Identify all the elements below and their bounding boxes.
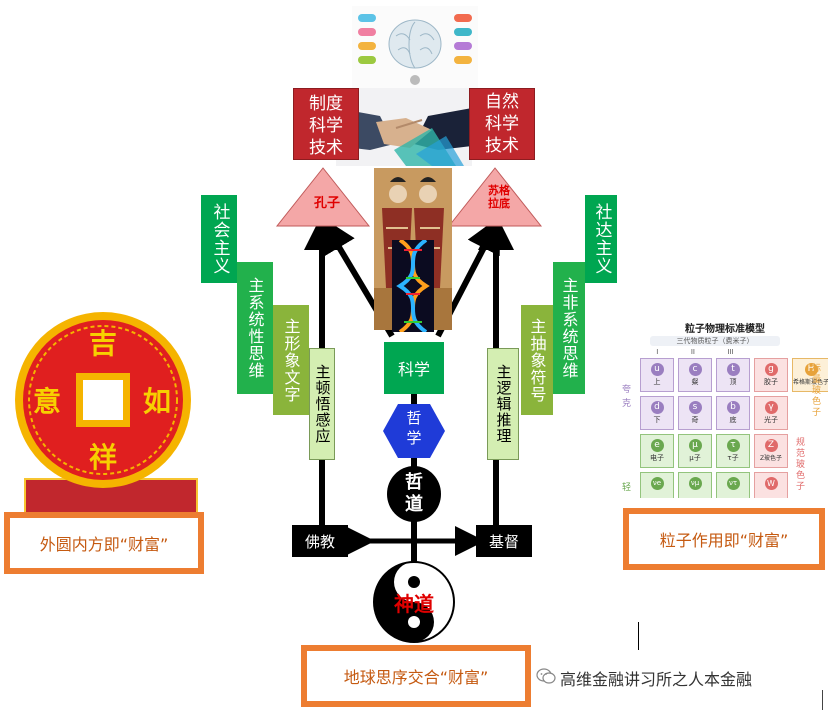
wechat-icon <box>536 668 556 688</box>
particle-z: Z Z玻色子 <box>754 434 788 468</box>
gen-2: II <box>690 348 695 356</box>
systematic-thinking-box: 主系统性思维 <box>237 262 273 394</box>
quark-side-label-2: 克 <box>622 399 632 409</box>
philosophy-label: 哲学 <box>406 409 422 447</box>
page-corner-mark <box>822 690 823 710</box>
socrates-triangle <box>447 167 543 227</box>
science-box: 科学 <box>384 342 444 394</box>
non-systematic-thinking-box: 主非系统思维 <box>553 262 585 394</box>
lucky-coin-icon <box>15 312 191 488</box>
social-darwinism-box: 社达主义 <box>585 195 617 283</box>
text-cursor <box>638 622 639 650</box>
particle-nutau: ντ <box>716 472 750 498</box>
standard-model-chart: 粒子物理标准模型 三代物质粒子（费米子） I II III u 上 c 粲 t … <box>620 318 828 508</box>
right-caption-box: 粒子作用即“财富” <box>623 508 825 570</box>
particle-numu: νμ <box>678 472 712 498</box>
particle-u: u 上 <box>640 358 674 392</box>
pictographic-box: 主形象文字 <box>273 305 309 415</box>
socialism-box: 社会主义 <box>201 195 237 283</box>
abstract-symbol-box: 主抽象符号 <box>521 305 553 415</box>
zhedao-circle <box>387 466 441 522</box>
intuition-box: 主顿悟感应 <box>309 348 335 460</box>
zhedao-label: 哲道 <box>405 472 423 515</box>
particle-t: t 顶 <box>716 358 750 392</box>
dna-icon <box>392 238 434 334</box>
gauge-boson-label: 规范玻色子 <box>796 438 806 492</box>
particle-d: d 下 <box>640 396 674 430</box>
natural-science-label: 自然科学技术 <box>485 92 519 156</box>
christianity-box: 基督 <box>476 525 532 557</box>
yin-yang-icon <box>373 561 455 643</box>
confucius-triangle <box>275 167 371 227</box>
coin-char-left: 意 <box>32 385 61 418</box>
particle-mu: μ μ子 <box>678 434 712 468</box>
particle-nue: νe <box>640 472 674 498</box>
coin-char-bottom: 祥 <box>88 441 117 474</box>
lepton-side-label: 轻 <box>622 483 632 493</box>
standard-model-subtitle: 三代物质粒子（费米子） <box>650 336 780 346</box>
left-caption: 外圆内方即“财富” <box>39 535 169 554</box>
brain-infographic <box>352 6 478 90</box>
bottom-caption: 地球思序交合“财富” <box>343 668 489 687</box>
standard-model-title: 粒子物理标准模型 <box>685 324 765 335</box>
bottom-caption-box: 地球思序交合“财富” <box>301 645 531 707</box>
socrates-label: 苏格拉底 <box>488 184 510 210</box>
logic-box: 主逻辑推理 <box>487 348 519 460</box>
particle-w: W <box>754 472 788 498</box>
buddhism-box: 佛教 <box>292 525 348 557</box>
watermark-text: 高维金融讲习所之人本金融 <box>560 670 753 689</box>
gen-1: I <box>656 348 659 356</box>
left-caption-box: 外圆内方即“财富” <box>4 512 204 574</box>
philosophy-hexagon <box>383 404 445 458</box>
coin-char-top: 吉 <box>88 327 117 360</box>
particle-h: H 希格斯玻色子 <box>792 358 828 392</box>
natural-science-box: 自然科学技术 <box>469 88 535 160</box>
institutional-science-box: 制度科学技术 <box>293 88 359 160</box>
right-caption: 粒子作用即“财富” <box>659 531 789 550</box>
particle-e: e 电子 <box>640 434 674 468</box>
coin-char-right: 如 <box>142 385 171 418</box>
institutional-science-label: 制度科学技术 <box>309 94 343 158</box>
scalar-boson-label: 标量玻色子 <box>812 364 822 418</box>
particle-gamma: γ 光子 <box>754 396 788 430</box>
particle-g: g 胶子 <box>754 358 788 392</box>
shendao-label: 神道 <box>394 592 434 616</box>
particle-b: b 底 <box>716 396 750 430</box>
confucius-label: 孔子 <box>313 196 340 211</box>
particle-tau: τ τ子 <box>716 434 750 468</box>
gen-3: III <box>727 348 734 356</box>
quark-side-label-1: 夸 <box>622 385 632 395</box>
particle-c: c 粲 <box>678 358 712 392</box>
particle-s: s 奇 <box>678 396 712 430</box>
